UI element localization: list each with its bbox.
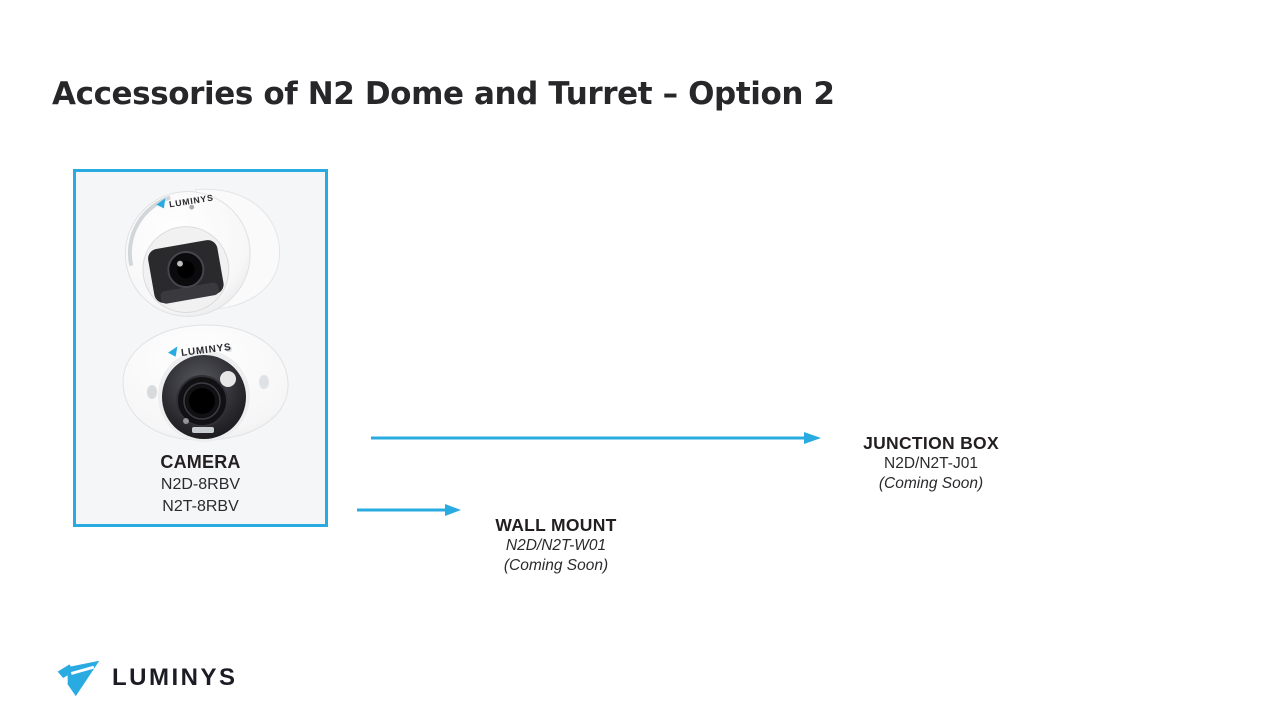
- camera-box: LUMINYS: [73, 169, 328, 527]
- footer-logo: LUMINYS: [55, 659, 238, 697]
- turret-screw: [189, 204, 195, 210]
- wall-mount-title: WALL MOUNT: [495, 515, 617, 535]
- luminys-mark-icon: [156, 198, 166, 209]
- wall-mount-model: N2D/N2T-W01: [505, 537, 607, 554]
- arrow-to-junction-box: [371, 432, 821, 444]
- dome-screw-left: [147, 385, 157, 399]
- arrowhead-icon: [445, 504, 461, 516]
- dome-lens-ring: [183, 382, 221, 420]
- node-junction-box: JUNCTION BOX N2D/N2T-J01 (Coming Soon): [818, 432, 1044, 494]
- luminys-mark-icon: [168, 346, 178, 357]
- arrow-to-wall-mount: [357, 504, 461, 516]
- camera-caption: CAMERA N2D-8RBV N2T-8RBV: [76, 452, 325, 517]
- dome-screw-top: [226, 346, 232, 352]
- turret-lens-glint: [177, 260, 183, 267]
- turret-camera-image: LUMINYS: [124, 188, 280, 317]
- camera-model-1: N2D-8RBV: [160, 476, 241, 493]
- dome-glint-small: [183, 418, 189, 424]
- luminys-logo-icon: [57, 660, 100, 697]
- wall-mount-status: (Coming Soon): [503, 557, 609, 574]
- camera-label: CAMERA: [160, 452, 241, 472]
- page-title: Accessories of N2 Dome and Turret – Opti…: [52, 76, 835, 112]
- camera-model-2: N2T-8RBV: [162, 498, 239, 515]
- dome-label-strip: [192, 427, 214, 433]
- junction-box-model: N2D/N2T-J01: [884, 455, 978, 472]
- arrowhead-icon: [804, 432, 821, 444]
- dome-glint: [220, 371, 236, 387]
- footer-brand-text: LUMINYS: [112, 664, 238, 691]
- dome-screw-right: [259, 375, 269, 389]
- node-wall-mount: WALL MOUNT N2D/N2T-W01 (Coming Soon): [443, 514, 669, 576]
- dome-camera-image: LUMINYS: [122, 324, 289, 442]
- junction-box-title: JUNCTION BOX: [863, 433, 999, 453]
- dome-lens-core: [189, 388, 215, 414]
- junction-box-status: (Coming Soon): [878, 475, 984, 492]
